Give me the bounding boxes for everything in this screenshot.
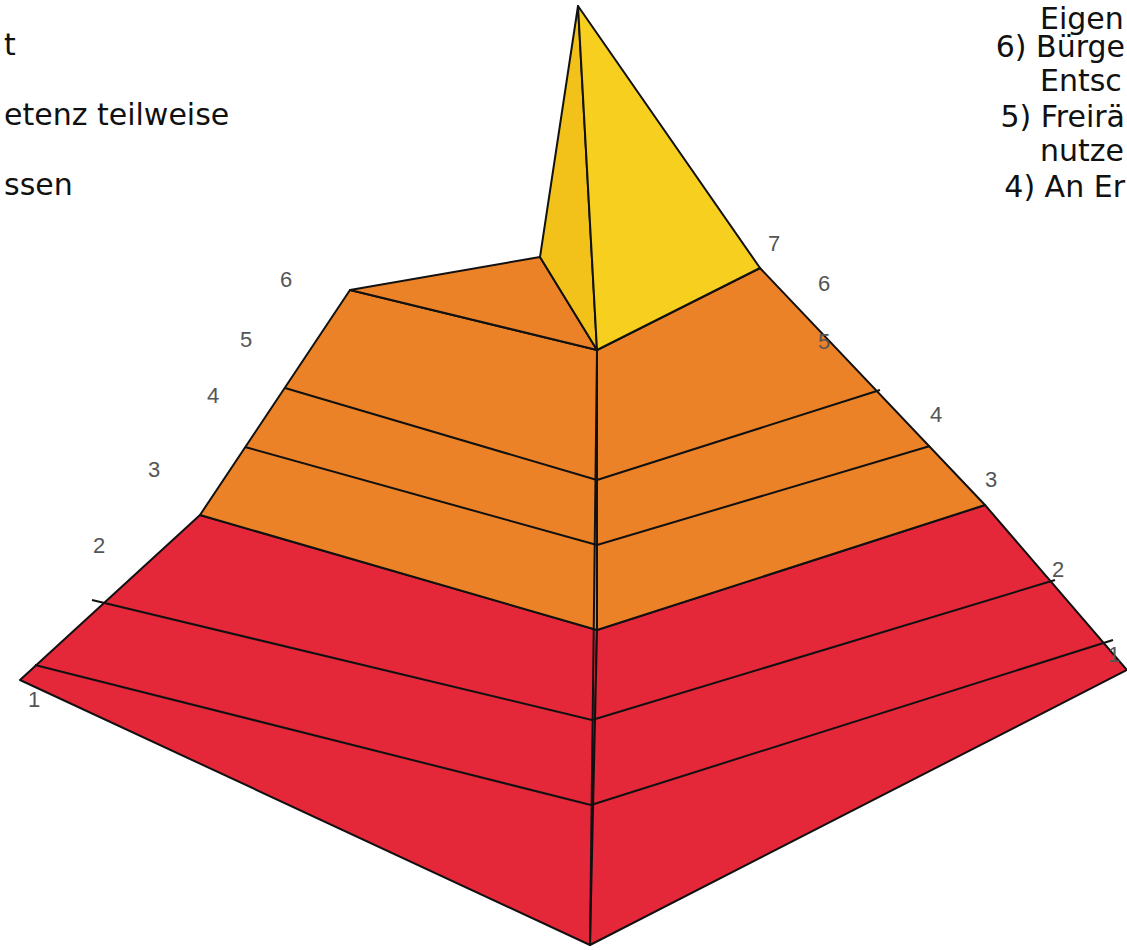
level-number: 5 (818, 330, 830, 354)
side-text: ssen (4, 168, 73, 201)
side-text: 5) Freirä (1000, 100, 1125, 133)
level-number: 4 (207, 384, 219, 408)
level-number: 2 (93, 534, 105, 558)
side-text: t (4, 28, 16, 61)
band-lines (35, 350, 1113, 945)
level-number: 1 (28, 688, 40, 712)
level-number: 3 (148, 458, 160, 482)
level-number: 2 (1052, 558, 1064, 582)
level-number: 5 (240, 328, 252, 352)
level-number: 6 (280, 268, 292, 292)
orange-left-face (200, 290, 597, 630)
side-text: nutze (1040, 134, 1124, 167)
side-text: Entsc (1040, 64, 1122, 97)
orange-right-face (597, 268, 985, 630)
side-text: 4) An Er (1004, 170, 1125, 203)
yellow-right-face (578, 6, 760, 350)
level-number: 3 (985, 468, 997, 492)
side-text: 6) Bürge (996, 30, 1125, 63)
level-number: 7 (768, 232, 780, 256)
level-number: 6 (818, 272, 830, 296)
side-text: etenz teilweise (4, 98, 229, 131)
level-number: 4 (930, 403, 942, 427)
level-number: 1 (1108, 643, 1120, 667)
